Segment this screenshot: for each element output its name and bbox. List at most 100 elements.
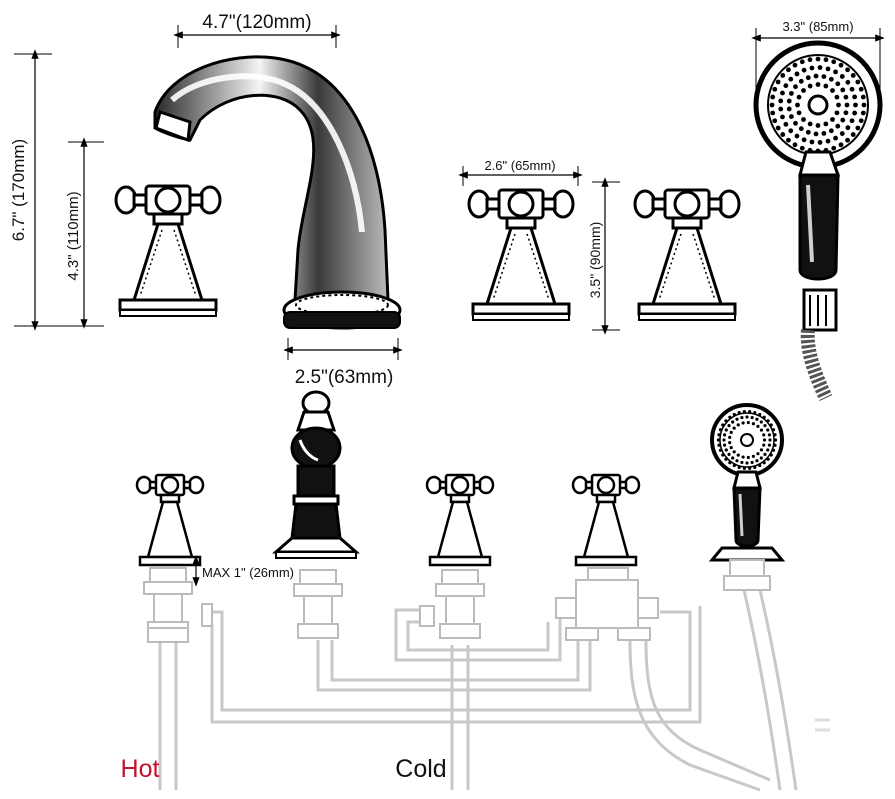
shower-nozzle xyxy=(843,94,849,100)
shower-nozzle xyxy=(817,65,823,70)
shower-nozzle xyxy=(833,69,838,75)
hot-label: Hot xyxy=(121,755,160,783)
shower-nozzle xyxy=(736,453,740,457)
shower-nozzle xyxy=(729,445,733,450)
shower-nozzle xyxy=(718,448,723,452)
shower-nozzle xyxy=(845,79,851,85)
shower-nozzle xyxy=(778,98,784,104)
shower-nozzle xyxy=(722,443,727,447)
valve-height-label: 3.5" (90mm) xyxy=(587,222,603,299)
handle-height-label: 4.3" (110mm) xyxy=(65,191,82,280)
cold-valve xyxy=(425,473,495,567)
shower-nozzle xyxy=(807,57,813,63)
shower-nozzle xyxy=(770,110,776,116)
shower-nozzle xyxy=(769,423,773,427)
shower-nozzle xyxy=(845,125,851,131)
shower-nozzle xyxy=(762,415,766,419)
shower-nozzle xyxy=(756,452,760,456)
cold-label: Cold xyxy=(395,755,446,783)
shower-nozzle xyxy=(763,452,767,456)
shower-nozzle xyxy=(840,87,846,93)
max-deck-dimension: MAX 1" (26mm) xyxy=(192,555,294,587)
shower-nozzle xyxy=(728,435,732,439)
spout-base-label: 2.5"(63mm) xyxy=(295,367,394,388)
shower-nozzle xyxy=(724,457,728,461)
shower-nozzle xyxy=(778,106,784,112)
shower-nozzle xyxy=(786,137,791,143)
shower-nozzle xyxy=(858,118,864,124)
spout-reach-label: 4.7"(120mm) xyxy=(202,12,311,33)
shower-nozzle xyxy=(759,448,764,452)
cold-valve-body xyxy=(419,569,485,639)
shower-nozzle xyxy=(794,71,800,77)
shower-nozzle xyxy=(798,126,804,132)
shower-nozzle xyxy=(773,433,777,437)
shower-nozzle xyxy=(801,137,807,143)
shower-nozzle xyxy=(741,455,745,459)
shower-nozzle xyxy=(828,76,834,82)
shower-nozzle xyxy=(839,131,845,136)
shower-nozzle xyxy=(770,94,776,100)
shower-nozzle xyxy=(789,114,794,119)
shower-nozzle xyxy=(771,428,776,432)
shower-nozzle xyxy=(773,443,777,447)
shower-nozzle xyxy=(746,455,750,460)
plumbing-lines xyxy=(158,589,830,792)
shower-nozzle xyxy=(780,90,785,96)
spout xyxy=(153,55,402,330)
shower-nozzle xyxy=(825,66,831,72)
shower-nozzle xyxy=(786,98,792,104)
shower-nozzle xyxy=(735,459,739,463)
shower-nozzle xyxy=(766,457,770,461)
shower-nozzle xyxy=(807,147,813,153)
shower-nozzle xyxy=(735,417,739,421)
shower-nozzle xyxy=(741,421,745,425)
shower-head-dimension: 3.3" (85mm) xyxy=(751,19,885,92)
shower-nozzle xyxy=(861,102,867,108)
shower-nozzle xyxy=(717,433,721,437)
shower-nozzle xyxy=(731,456,735,460)
shower-nozzle xyxy=(786,67,791,73)
shower-nozzle xyxy=(724,428,728,432)
shower-nozzle xyxy=(762,438,767,442)
shower-nozzle xyxy=(793,84,798,90)
handle-width-label: 2.6" (65mm) xyxy=(484,158,555,173)
shower-nozzle xyxy=(809,65,815,71)
shower-nozzle xyxy=(783,83,789,89)
shower-nozzle xyxy=(736,423,740,427)
shower-nozzle xyxy=(821,74,827,80)
shower-nozzle xyxy=(840,117,846,123)
shower-nozzle xyxy=(833,135,838,141)
shower-nozzle xyxy=(830,88,835,93)
shower-nozzle xyxy=(805,75,811,81)
shower-nozzle xyxy=(756,424,760,428)
shower-nozzle xyxy=(813,131,819,137)
shower-nozzle xyxy=(838,142,844,148)
mixing-block xyxy=(555,567,659,641)
shower-nozzle xyxy=(849,118,855,124)
shower-nozzle xyxy=(716,438,721,442)
shower-nozzle xyxy=(858,86,864,92)
shower-nozzle xyxy=(759,456,763,460)
shower-nozzle xyxy=(834,94,840,100)
shower-nozzle xyxy=(793,120,798,126)
shower-nozzle xyxy=(860,94,866,100)
shower-nozzle xyxy=(831,145,837,151)
shower-nozzle xyxy=(823,147,829,153)
shower-nozzle xyxy=(823,121,829,127)
shower-nozzle xyxy=(742,410,746,414)
shower-nozzle xyxy=(799,59,805,65)
shower-nozzle xyxy=(850,73,856,78)
shower-nozzle xyxy=(828,128,834,134)
shower-nozzle xyxy=(758,463,762,468)
shower-nozzle xyxy=(728,461,732,465)
shower-nozzle xyxy=(732,412,736,417)
shower-nozzle xyxy=(759,420,763,424)
shower-nozzle xyxy=(849,86,855,92)
shower-nozzle xyxy=(737,410,741,415)
shower-nozzle xyxy=(789,91,794,96)
shower-nozzle xyxy=(767,433,772,437)
shower-nozzle xyxy=(771,448,776,452)
hand-shower-installed xyxy=(708,403,786,591)
